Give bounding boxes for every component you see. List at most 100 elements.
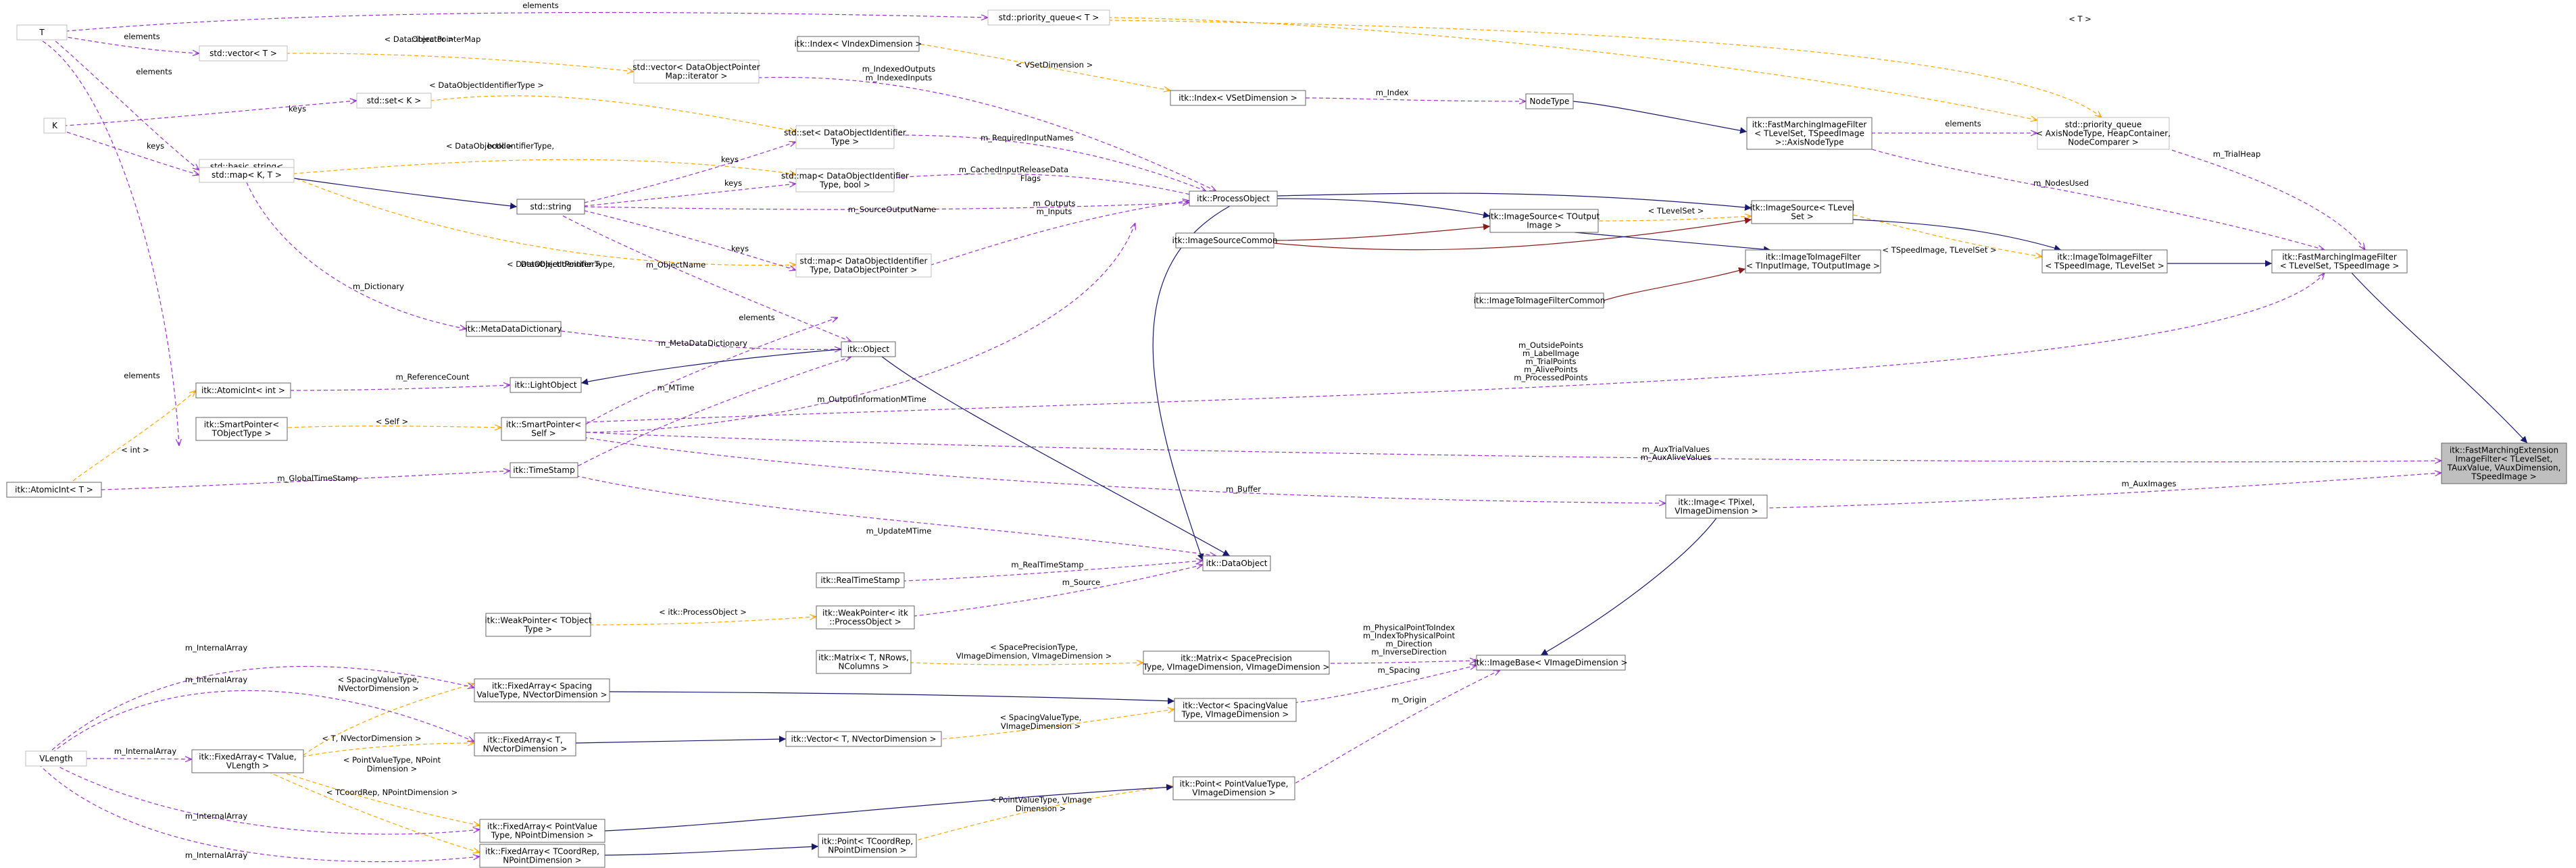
edge-usage-e29: m_TrialHeap (2169, 149, 2365, 250)
class-node-atomic-T[interactable]: itk::AtomicInt< T > (6, 482, 102, 498)
class-node-timestamp[interactable]: itk::TimeStamp (510, 462, 578, 478)
node-box (987, 9, 1110, 26)
class-node-vector-spacing[interactable]: itk::Vector< SpacingValueType, VImageDim… (1174, 698, 1297, 722)
class-node-VLength[interactable]: VLength (25, 750, 87, 767)
edge-usage-e54: m_UpdateMTime (577, 476, 1216, 556)
edge-line (1277, 198, 1491, 219)
node-label: < TLevelSet, TSpeedImage > (2280, 261, 2400, 271)
edge-line (585, 437, 1666, 503)
edge-usage-e5: keys (65, 101, 357, 126)
class-node-image-source-out[interactable]: itk::ImageSource< TOutputImage > (1489, 209, 1600, 233)
edge-label: elements (124, 371, 159, 380)
edge-line (584, 203, 1189, 210)
edge-public-e40 (2351, 272, 2528, 444)
node-label: Type, bool > (819, 180, 870, 190)
node-label: < TSpeedImage, TLevelSet > (2045, 261, 2164, 271)
class-node-fmif-axis[interactable]: itk::FastMarchingImageFilter< TLevelSet,… (1746, 117, 1873, 150)
class-node-point-tcoord[interactable]: itk::Point< TCoordRep,NPointDimension > (818, 834, 917, 858)
node-box (795, 253, 932, 278)
class-node-pq-T[interactable]: std::priority_queue< T > (987, 9, 1110, 26)
node-label: itk::ImageToImageFilterCommon (1474, 296, 1606, 305)
class-node-fmif[interactable]: itk::FastMarchingImageFilter< TLevelSet,… (2271, 249, 2408, 274)
node-label: itk::LightObject (514, 380, 576, 390)
class-node-map-doit-dop[interactable]: std::map< DataObjectIdentifierType, Data… (795, 253, 932, 278)
class-node-T[interactable]: T (16, 24, 68, 41)
edge-label: m_AuxImages (2122, 479, 2177, 488)
node-label: itk::ImageSource< TOutput (1489, 212, 1600, 222)
class-node-set-doit[interactable]: std::set< DataObjectIdentifierType > (784, 125, 906, 149)
class-node-itif-in-out[interactable]: itk::ImageToImageFilter< TInputImage, TO… (1745, 249, 1881, 274)
edge-label: elements (522, 1, 558, 10)
edge-line (270, 772, 480, 852)
node-label: TSpeedImage > (2471, 472, 2536, 482)
edge-line (1294, 670, 1500, 784)
class-node-image-source-level[interactable]: itk::ImageSource< TLevelSet > (1750, 200, 1855, 224)
class-node-fa-T-nvec[interactable]: itk::FixedArray< T,NVectorDimension > (474, 732, 576, 757)
class-node-fa-tvalue[interactable]: itk::FixedArray< TValue,VLength > (191, 749, 304, 773)
class-node-itif-speed-level[interactable]: itk::ImageToImageFilter< TSpeedImage, TL… (2041, 249, 2168, 274)
class-node-image-base[interactable]: itk::ImageBase< VImageDimension > (1474, 655, 1628, 671)
node-label: K (52, 121, 58, 130)
edge-label: keys (147, 141, 164, 151)
edge-line (40, 765, 480, 863)
node-label: itk::Image< TPixel, (1678, 498, 1754, 507)
class-node-metadata-dict[interactable]: itk::MetaDataDictionary (465, 321, 562, 337)
class-node-real-timestamp[interactable]: itk::RealTimeStamp (816, 572, 905, 588)
class-node-data-object[interactable]: itk::DataObject (1202, 555, 1271, 571)
node-box (1489, 209, 1599, 233)
node-box (785, 731, 942, 747)
class-node-K[interactable]: K (43, 118, 66, 134)
node-box (1525, 93, 1574, 109)
class-node-vector-T[interactable]: std::vector< T > (199, 45, 288, 61)
class-node-object[interactable]: itk::Object (841, 341, 896, 357)
class-node-process-object[interactable]: itk::ProcessObject (1189, 190, 1278, 207)
class-node-sp-self[interactable]: itk::SmartPointer<Self > (501, 417, 587, 441)
class-node-fa-spacing[interactable]: itk::FixedArray< SpacingValueType, NVect… (474, 678, 610, 703)
class-node-wp-tobj[interactable]: itk::WeakPointer< TObjectType > (485, 613, 592, 637)
class-node-index-vdim[interactable]: itk::Index< VIndexDimension > (795, 36, 922, 52)
class-node-index-vsdim[interactable]: itk::Index< VSetDimension > (1170, 90, 1306, 106)
class-node-point-pvt[interactable]: itk::Point< PointValueType,VImageDimensi… (1172, 776, 1295, 800)
class-node-image[interactable]: itk::Image< TPixel,VImageDimension > (1665, 494, 1768, 519)
class-node-light-object[interactable]: itk::LightObject (510, 377, 582, 393)
class-node-set-K[interactable]: std::set< K > (356, 93, 432, 109)
class-node-matrix-sp[interactable]: itk::Matrix< SpacePrecisionType, VImageD… (1143, 650, 1330, 675)
edge-line (66, 11, 988, 32)
edge-protected-e34 (1273, 217, 1752, 251)
class-node-pq-axis[interactable]: std::priority_queue< AxisNodeType, HeapC… (2036, 117, 2171, 150)
class-node-map-KT[interactable]: std::map< K, T > (199, 167, 295, 183)
class-node-vector-T-nvec[interactable]: itk::Vector< T, NVectorDimension > (785, 731, 942, 747)
edge-line (609, 691, 1175, 705)
node-box (1665, 494, 1768, 519)
edge-protected-e32 (1273, 223, 1491, 241)
edge-line (1295, 665, 1477, 703)
class-node-sp-tobj[interactable]: itk::SmartPointer<TObjectType > (195, 417, 288, 441)
node-label: std::map< K, T > (212, 170, 282, 180)
class-node-atomic-int[interactable]: itk::AtomicInt< int > (195, 382, 291, 399)
class-node-fa-tcoord[interactable]: itk::FixedArray< TCoordRep,NPointDimensi… (479, 844, 605, 868)
class-node-image-source-common[interactable]: itk::ImageSourceCommon (1172, 232, 1278, 249)
class-node-vec-dopm-iter[interactable]: std::vector< DataObjectPointerMap::itera… (633, 59, 760, 84)
edge-label: keys (721, 155, 739, 164)
edge-label: < SpacingValueType, (338, 675, 420, 684)
node-label: ValueType, NVectorDimension > (476, 690, 607, 700)
class-node-map-doit-bool[interactable]: std::map< DataObjectIdentifierType, bool… (781, 168, 909, 193)
edge-label: m_InternalArray (185, 675, 247, 684)
edge-label: elements (136, 67, 172, 76)
edge-line (1574, 232, 1771, 253)
edge-line (66, 36, 199, 53)
edge-label: elements (739, 313, 774, 322)
edge-label: m_RealTimeStamp (1011, 560, 1083, 569)
class-node-fa-point[interactable]: itk::FixedArray< PointValueType, NPointD… (479, 819, 605, 843)
class-node-matrix-T[interactable]: itk::Matrix< T, NRows,NColumns > (816, 650, 912, 674)
class-node-wp-po[interactable]: itk::WeakPointer< itk::ProcessObject > (816, 605, 915, 630)
node-label: Type > (524, 625, 552, 634)
class-node-std-string[interactable]: std::string (516, 199, 585, 215)
node-box (2441, 442, 2567, 484)
class-node-itif-common[interactable]: itk::ImageToImageFilterCommon (1474, 292, 1606, 309)
class-node-nodetype[interactable]: NodeType (1525, 93, 1574, 109)
edge-line (584, 210, 796, 270)
